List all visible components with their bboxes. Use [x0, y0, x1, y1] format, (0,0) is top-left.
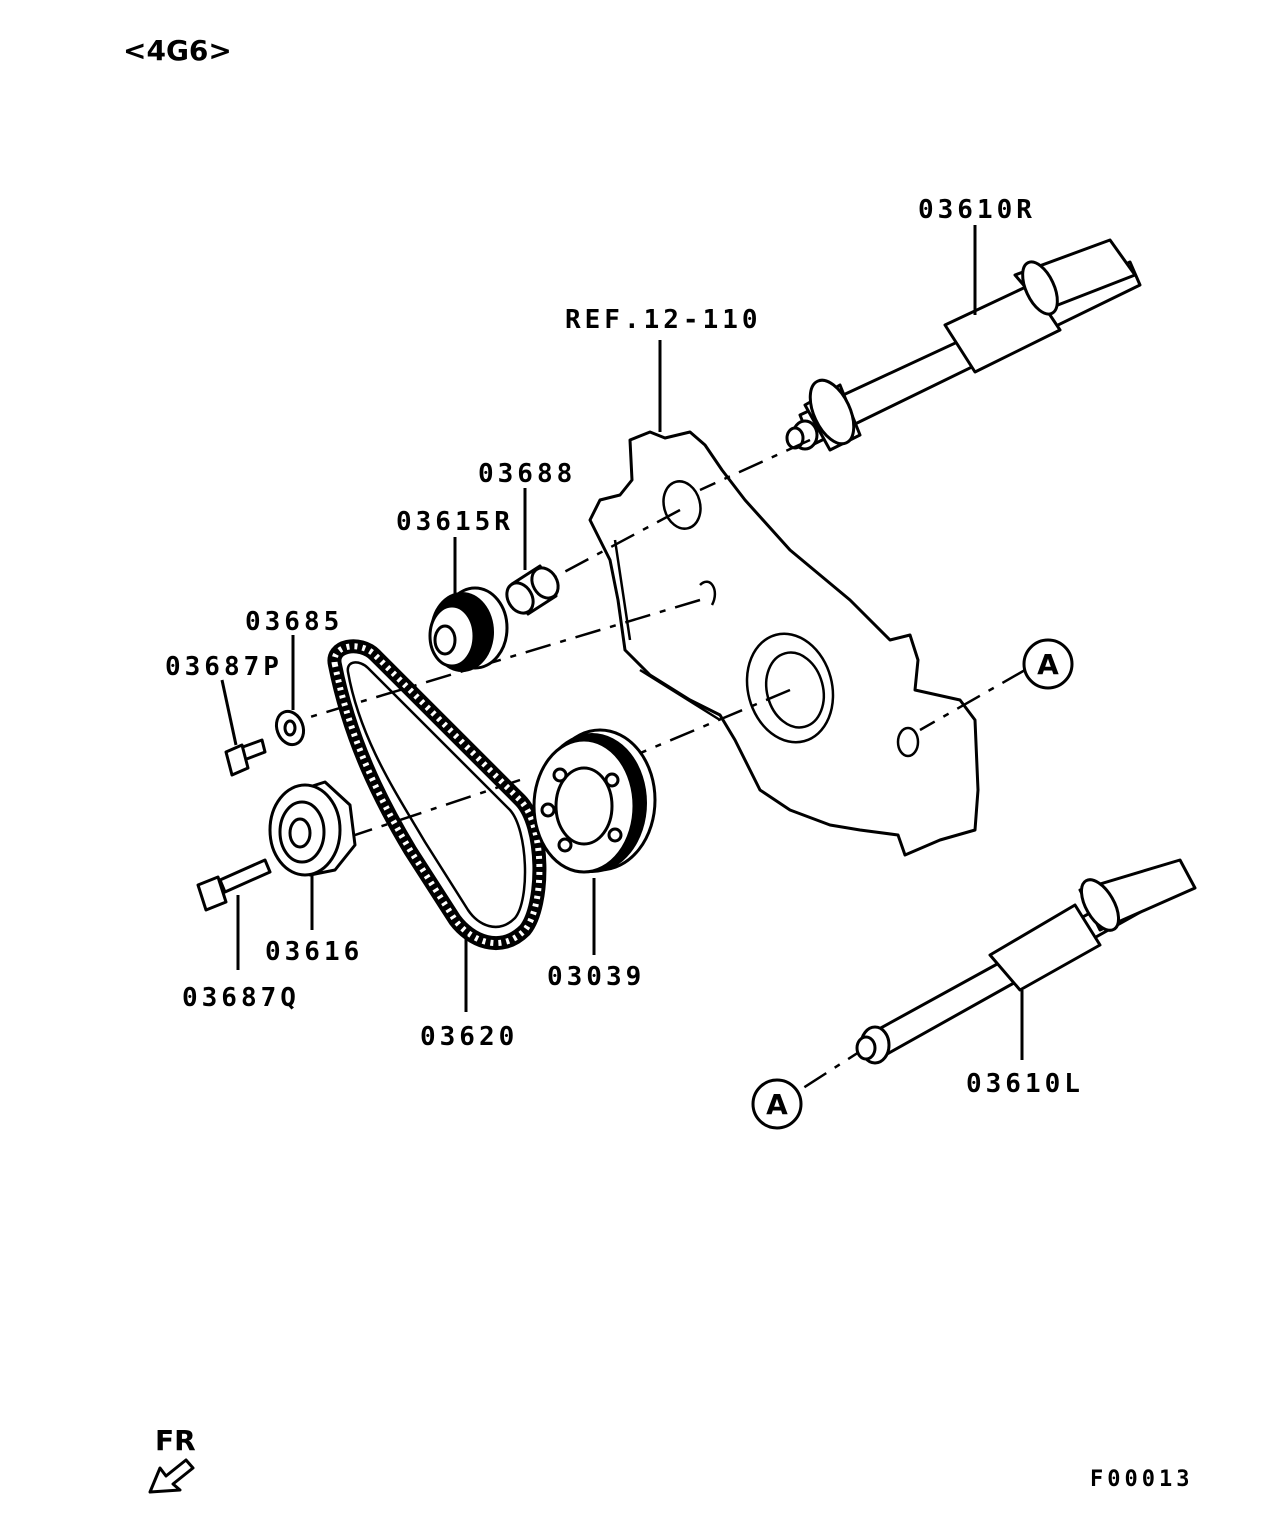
bolt-short	[224, 738, 267, 777]
bearing-sleeve	[505, 564, 560, 616]
callout-crank-sprocket: 03039	[547, 962, 645, 992]
centerline-washer	[299, 598, 701, 722]
crank-sprocket	[532, 728, 657, 874]
leader-bolt-short	[220, 679, 238, 746]
callout-timing-belt: 03620	[420, 1022, 518, 1052]
front-arrow-icon	[148, 1458, 195, 1494]
centerline-a-upper	[919, 668, 1026, 732]
timing-cover	[588, 430, 980, 857]
callout-bolt-long: 03687Q	[182, 983, 300, 1013]
callout-tensioner-pulley: 03616	[265, 937, 363, 967]
balance-shaft-left	[855, 858, 1197, 1065]
callout-shaft-right: 03610R	[918, 195, 1036, 225]
timing-belt	[327, 639, 547, 951]
connector-a-lower-label: A	[766, 1088, 788, 1121]
idler-sprocket	[428, 586, 509, 672]
connector-a-lower: A	[751, 1078, 803, 1130]
connector-a-upper: A	[1022, 638, 1074, 690]
centerline-shaft	[699, 438, 811, 492]
callout-bolt-short: 03687P	[165, 652, 283, 682]
balance-shaft-right	[785, 238, 1142, 452]
tensioner-pulley	[268, 780, 357, 877]
connector-a-upper-label: A	[1037, 648, 1059, 681]
engine-code-label: <4G6>	[123, 34, 232, 67]
callout-bearing: 03688	[478, 459, 576, 489]
figure-id: F00013	[1090, 1467, 1193, 1492]
callout-ref-cover: REF.12-110	[565, 305, 762, 335]
callout-shaft-left: 03610L	[966, 1069, 1084, 1099]
bolt-long	[196, 858, 272, 912]
centerline-tensioner	[339, 778, 521, 842]
callout-washer: 03685	[245, 607, 343, 637]
callout-idler-sprocket: 03615R	[396, 507, 514, 537]
washer	[274, 709, 306, 747]
direction-label: FR	[155, 1424, 196, 1457]
